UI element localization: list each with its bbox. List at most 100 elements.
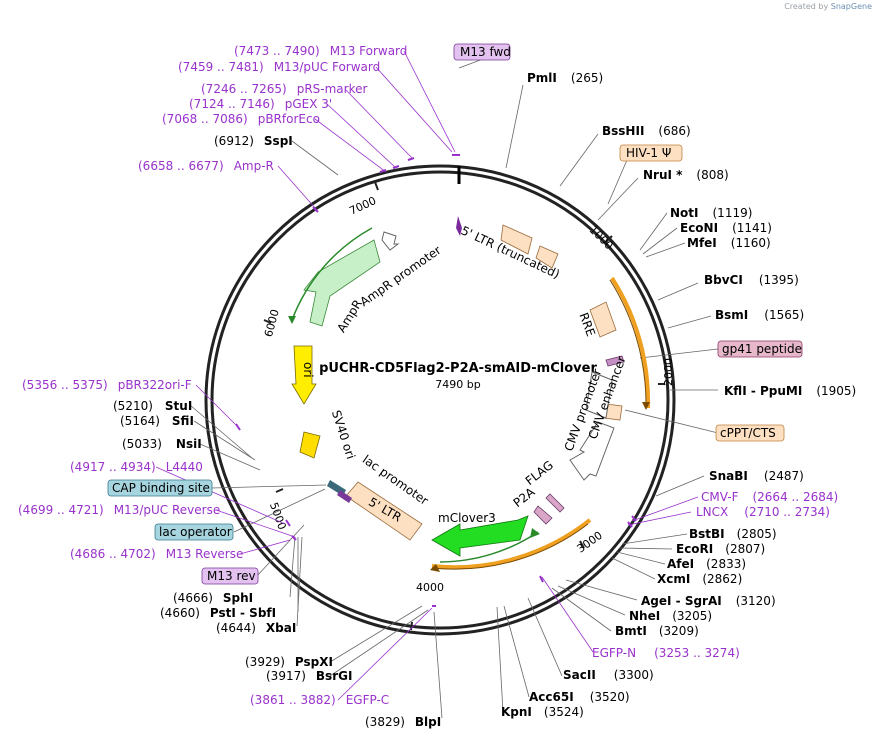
backbone-outer-ring — [204, 164, 676, 636]
svg-text:EGFP-N(3253 .. 3274): EGFP-N(3253 .. 3274) — [592, 646, 740, 660]
gp41-site[interactable] — [605, 355, 625, 367]
svg-text:AgeI - SgrAI(3120): AgeI - SgrAI(3120) — [641, 594, 776, 608]
enzyme-kpni: KpnI — [501, 705, 532, 719]
tick-label-4000: 4000 — [416, 581, 444, 594]
enzyme-econi: EcoNI — [680, 221, 718, 235]
enzyme-mfei: MfeI — [687, 236, 717, 250]
svg-text:Acc65I(3520): Acc65I(3520) — [529, 690, 630, 704]
primer-l4440: L4440 — [166, 460, 203, 474]
cmv-promoter-box[interactable] — [585, 371, 613, 419]
ltr-orange-arc-inner — [431, 523, 589, 570]
primer-pgex-3: pGEX 3' — [285, 97, 332, 111]
primer-lncx: LNCX — [696, 505, 728, 519]
tick-label-2000: 2000 — [662, 358, 675, 386]
hiv-psi-arc[interactable] — [610, 276, 651, 409]
svg-text:(5164)SfiI: (5164)SfiI — [120, 414, 194, 428]
ltr-orange-arc[interactable] — [431, 518, 592, 570]
svg-text:MfeI(1160): MfeI(1160) — [687, 236, 771, 250]
label-m13-rev: M13 rev — [207, 569, 256, 583]
svg-text:(5356 .. 5375)pBR322ori-F: (5356 .. 5375)pBR322ori-F — [22, 378, 192, 392]
gp41-peptide-box — [717, 340, 803, 358]
ltr-truncated-box-2[interactable] — [535, 245, 559, 269]
svg-text:(3829)BlpI: (3829)BlpI — [365, 715, 441, 729]
rre-box[interactable] — [589, 301, 617, 338]
svg-text:SacII(3300): SacII(3300) — [563, 668, 654, 682]
svg-text:(6912)SspI: (6912)SspI — [214, 134, 293, 148]
sv40-ori-box[interactable] — [299, 431, 321, 459]
primer-prs-marker: pRS-marker — [297, 82, 368, 96]
m13-fwd-site[interactable] — [456, 216, 462, 236]
primer-m13-puc-reverse: M13/pUC Reverse — [114, 503, 221, 517]
label-flag: FLAG — [523, 458, 556, 488]
svg-text:(3861 .. 3882)EGFP-C: (3861 .. 3882)EGFP-C — [250, 693, 389, 707]
primer-amp-r: Amp-R — [234, 159, 274, 173]
enzyme-psti-sbfi: PstI - SbfI — [210, 606, 276, 620]
enzyme-bsshii: BssHII — [602, 124, 644, 138]
svg-text:BsmI(1565): BsmI(1565) — [715, 308, 804, 322]
svg-text:EcoRI(2807): EcoRI(2807) — [676, 542, 765, 556]
primer-m13-reverse: M13 Reverse — [166, 547, 244, 561]
enzyme-afei: AfeI — [667, 557, 694, 571]
p2a-site[interactable] — [533, 505, 553, 525]
leader-lines — [189, 58, 719, 719]
svg-text:(4686 .. 4702)M13 Reverse: (4686 .. 4702)M13 Reverse — [70, 547, 243, 561]
primer-pbr322ori-f: pBR322ori-F — [118, 378, 192, 392]
lac-operator-site[interactable] — [337, 490, 352, 503]
svg-text:(7124 .. 7146)pGEX 3': (7124 .. 7146)pGEX 3' — [189, 97, 332, 111]
enzyme-nrui: NruI * — [643, 168, 683, 182]
ori-arrow[interactable] — [291, 345, 317, 405]
svg-text:AfeI(2833): AfeI(2833) — [667, 557, 746, 571]
cmv-enhancer-arrow[interactable] — [569, 421, 615, 481]
enzyme-blpi: BlpI — [415, 715, 441, 729]
enzyme-snabi: SnaBI — [709, 469, 748, 483]
tick-marks — [263, 181, 665, 631]
svg-text:CMV-F(2664 .. 2684): CMV-F(2664 .. 2684) — [701, 490, 838, 504]
cppt-cts-box — [715, 424, 785, 442]
flag-site[interactable] — [545, 493, 565, 513]
credit-prefix: Created by — [784, 2, 829, 11]
svg-text:(7246 .. 7265)pRS-marker: (7246 .. 7265)pRS-marker — [201, 82, 367, 96]
label-sv40-ori: SV40 ori — [329, 408, 358, 460]
enzyme-sphi: SphI — [223, 591, 253, 605]
ltr-truncated-box-1[interactable] — [500, 224, 533, 255]
enzyme-stui: StuI — [165, 399, 192, 413]
svg-text:(7068 .. 7086)pBRforEco: (7068 .. 7086)pBRforEco — [162, 112, 320, 126]
tick-label-6000: 6000 — [262, 308, 282, 338]
tick-label-7000: 7000 — [347, 194, 378, 218]
label-gp41-peptide: gp41 peptide — [722, 342, 802, 356]
ampr-outer-arrowhead — [288, 316, 296, 324]
enzyme-ecori: EcoRI — [676, 542, 713, 556]
svg-text:PmlI(265): PmlI(265) — [527, 71, 603, 85]
hiv-psi-arc-inner — [609, 279, 647, 403]
primer-labels: (7473 .. 7490)M13 Forward (7459 .. 7481)… — [18, 44, 838, 707]
enzyme-bstbi: BstBI — [689, 527, 725, 541]
enzyme-noti: NotI — [670, 206, 699, 220]
primer-cmv-f: CMV-F — [701, 490, 739, 504]
label-p2a: P2A — [511, 484, 538, 510]
svg-text:(5033)NsiI: (5033)NsiI — [122, 437, 202, 451]
ampr-promoter-arrow[interactable] — [381, 231, 400, 251]
enzyme-labels: PmlI(265) BssHII(686) NruI *(808) NotI(1… — [113, 71, 856, 729]
enzyme-sspi: SspI — [264, 134, 293, 148]
label-lac-operator: lac operator — [159, 525, 232, 539]
enzyme-bsrgi: BsrGI — [316, 669, 353, 683]
lac-operator-box — [154, 523, 234, 541]
svg-text:(3929)PspXI: (3929)PspXI — [245, 655, 333, 669]
ampr-arrow[interactable] — [303, 239, 381, 327]
5-ltr-box[interactable] — [345, 481, 423, 541]
tick-label-3000: 3000 — [574, 529, 604, 556]
mclover3-arrow[interactable] — [431, 515, 529, 557]
svg-text:BbvCI(1395): BbvCI(1395) — [704, 273, 799, 287]
primer-site-marks — [235, 154, 637, 607]
svg-text:BmtI(3209): BmtI(3209) — [615, 624, 699, 638]
svg-text:(4699 .. 4721)M13/pUC Reverse: (4699 .. 4721)M13/pUC Reverse — [18, 503, 220, 517]
enzyme-xbai: XbaI — [266, 621, 296, 635]
svg-text:(5210)StuI: (5210)StuI — [113, 399, 192, 413]
enzyme-sacii: SacII — [563, 668, 596, 682]
hiv-psi-box — [619, 144, 683, 162]
svg-text:(4917 .. 4934)L4440: (4917 .. 4934)L4440 — [70, 460, 203, 474]
plasmid-name: pUCHR-CD5Flag2-P2A-smAID-mClover — [319, 361, 597, 376]
enzyme-bmti: BmtI — [615, 624, 647, 638]
primer-leader-lines — [155, 50, 699, 701]
